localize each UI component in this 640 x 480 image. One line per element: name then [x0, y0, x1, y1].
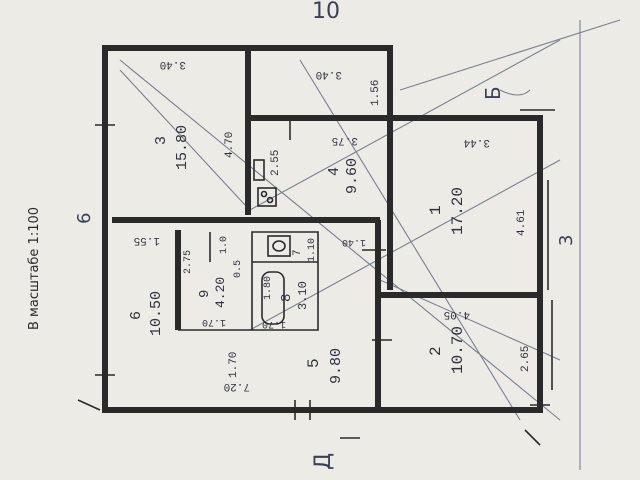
room-5-area: 9.80 [328, 348, 345, 384]
margin-note-2: 6 [74, 213, 95, 224]
room-5-dim-a: 7.20 [224, 380, 250, 392]
fixtures [253, 159, 291, 325]
camera-watermark: Galaxy S22 [598, 401, 608, 448]
room-4-area: 9.60 [344, 158, 361, 194]
room-3-dim-a: 3.40 [160, 58, 186, 70]
room-3-area: 15.80 [174, 125, 191, 170]
openings [77, 109, 555, 446]
room-2: 4.05 2 10.70 2.65 [427, 308, 532, 374]
room-8-dim-a: 1.80 [263, 276, 274, 300]
wc-icon [267, 235, 291, 257]
room-6-number: 6 [128, 311, 145, 320]
room-4-dim-a: 3.75 [332, 134, 358, 146]
room-9-dim-a: 2.75 [183, 250, 194, 274]
bottom-mark: Д [311, 453, 336, 470]
room-2-number: 2 [427, 346, 445, 356]
room-7-number: 7 [292, 249, 304, 256]
top-mark: 10 [312, 0, 340, 24]
room-9: 2.75 9 4.20 1.70 1.0 0.5 [183, 236, 244, 327]
room-2-area: 10.70 [449, 326, 467, 374]
room-3-number: 3 [153, 136, 170, 145]
room-9-area: 4.20 [213, 277, 228, 308]
room-9-dim-b: 1.70 [202, 316, 226, 327]
room-8-area: 3.10 [296, 281, 310, 310]
room-2-dim-a: 4.05 [444, 308, 470, 320]
sink-icon [253, 159, 265, 181]
room-7-area: 1.10 [307, 238, 318, 262]
room-7: 7 1.10 1.40 [292, 236, 366, 262]
room-1-dim-a: 3.44 [463, 136, 490, 148]
walls [102, 45, 543, 413]
extra-dim-1: 1.0 [219, 236, 230, 254]
room-8-number: 8 [279, 294, 295, 302]
room-4: 3.75 2.55 4 9.60 [270, 134, 361, 194]
room-7-dim-a: 1.40 [342, 236, 366, 247]
room-6: 1.55 6 10.50 [128, 234, 165, 336]
room-5-dim-b: 1.70 [228, 352, 240, 378]
balcony-dim-a: 3.40 [316, 68, 342, 80]
room-5-number: 5 [305, 358, 323, 368]
room-2-dim-b: 2.65 [520, 346, 532, 372]
room-5: 5 9.80 7.20 1.70 [224, 348, 345, 392]
room-1: 3.44 1 17.20 4.61 [427, 136, 528, 236]
room-8: 1.80 8 3.10 1.70 [262, 276, 310, 329]
room-1-dim-b: 4.61 [516, 209, 528, 236]
room-3-dim-b: 4.70 [224, 132, 236, 158]
room-1-area: 17.20 [449, 187, 467, 235]
extra-dim-2: 0.5 [233, 260, 244, 278]
bathtub-icon [261, 271, 285, 325]
room-6-area: 10.50 [148, 291, 165, 336]
room-9-number: 9 [197, 290, 213, 298]
scale-label: В масштабе 1:100 [27, 207, 42, 330]
room-6-dim-a: 1.55 [134, 234, 160, 246]
room-3: 3 15.80 3.40 4.70 [153, 58, 236, 170]
margin-note-1: 3 [556, 235, 577, 246]
room-4-number: 4 [326, 167, 343, 176]
room-4-dim-b: 2.55 [270, 150, 282, 176]
side-mark: Б [481, 86, 505, 100]
room-1-number: 1 [427, 205, 445, 215]
stove-icon [257, 187, 277, 207]
room-8-dim-b: 1.70 [262, 318, 286, 329]
balcony: 3.40 1.56 [316, 68, 382, 106]
balcony-dim-b: 1.56 [370, 80, 382, 106]
